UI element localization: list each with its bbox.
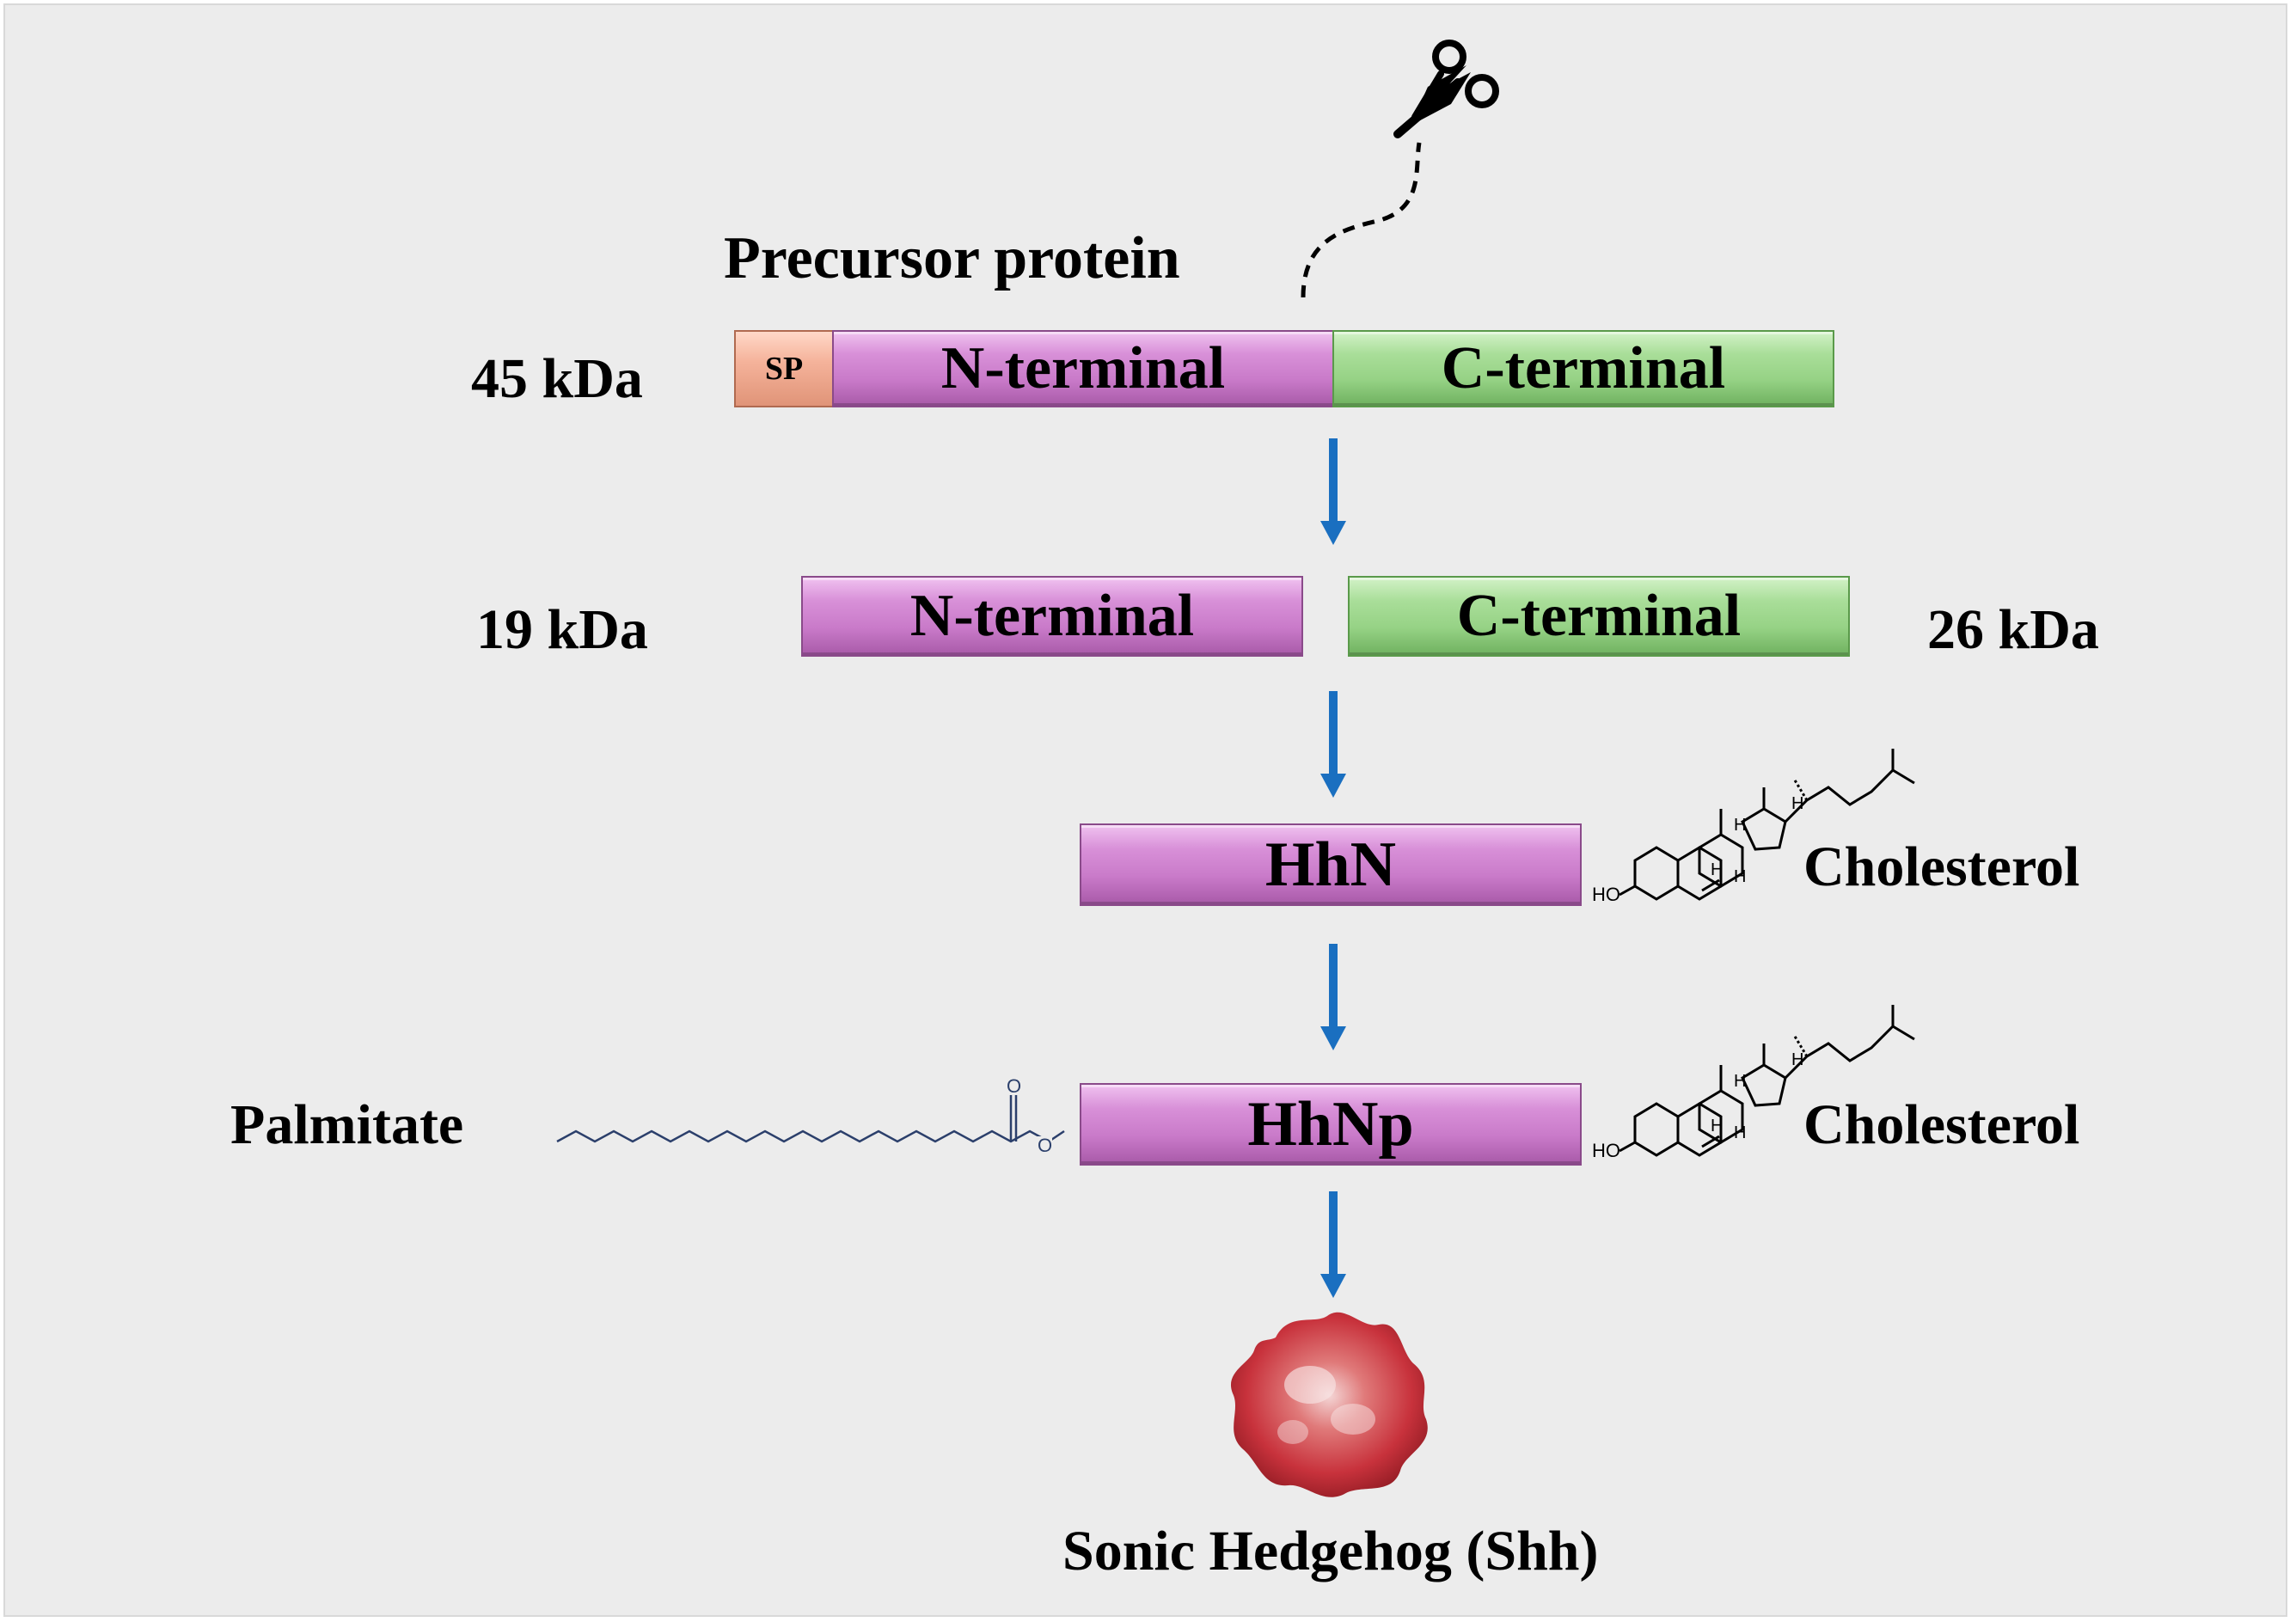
hhn-segment: HhN	[1080, 823, 1582, 906]
hydrogen-label: H	[1711, 860, 1723, 879]
hydrogen-label: H	[1791, 1050, 1803, 1069]
diagram-canvas: Precursor protein 45 kDa SP N-terminal C…	[3, 3, 2287, 1617]
cleaved-n-terminal-segment: N-terminal	[801, 576, 1303, 657]
c-fragment-mass-label: 26 kDa	[1927, 598, 2099, 661]
hydrogen-label: H	[1734, 867, 1746, 886]
hhnp-label: HhNp	[1247, 1089, 1414, 1160]
cleaved-c-terminal-label: C-terminal	[1456, 583, 1742, 649]
signal-peptide-segment: SP	[734, 330, 834, 407]
arrow-down-icon	[1320, 944, 1346, 1050]
carbonyl-oxygen-label: O	[1007, 1075, 1021, 1097]
precursor-mass-label: 45 kDa	[471, 347, 643, 410]
palmitate-label: Palmitate	[230, 1093, 464, 1156]
hydroxyl-label: HO	[1592, 1140, 1620, 1161]
hhn-cholesterol-label: Cholesterol	[1803, 835, 2080, 898]
hydroxyl-label: HO	[1592, 884, 1620, 905]
signal-peptide-label: SP	[764, 351, 804, 387]
precursor-c-terminal-label: C-terminal	[1441, 335, 1726, 401]
protein-blob-icon	[1230, 1312, 1428, 1497]
n-fragment-mass-label: 19 kDa	[476, 598, 648, 661]
hhnp-cholesterol-label: Cholesterol	[1803, 1093, 2080, 1156]
hhnp-segment: HhNp	[1080, 1083, 1582, 1166]
hydrogen-label: H	[1711, 1117, 1723, 1135]
hydrogen-label: H	[1734, 816, 1746, 835]
cholesterol-structure: HO H H H H	[1592, 1005, 1915, 1161]
arrow-down-icon	[1320, 1191, 1346, 1298]
precursor-c-terminal-segment: C-terminal	[1332, 330, 1834, 407]
precursor-n-terminal-segment: N-terminal	[832, 330, 1334, 407]
hydrogen-label: H	[1734, 1072, 1746, 1091]
cholesterol-structure: HO H H H H	[1592, 749, 1915, 905]
scissors-icon	[1301, 40, 1499, 298]
hhn-label: HhN	[1264, 829, 1397, 900]
cleaved-c-terminal-segment: C-terminal	[1348, 576, 1850, 657]
precursor-n-terminal-label: N-terminal	[940, 335, 1226, 401]
product-label: Sonic Hedgehog (Shh)	[1062, 1520, 1599, 1582]
arrow-down-icon	[1320, 438, 1346, 545]
palmitate-structure: O O	[556, 1075, 1065, 1156]
arrow-down-icon	[1320, 691, 1346, 798]
hydrogen-label: H	[1791, 794, 1803, 813]
precursor-title: Precursor protein	[724, 225, 1180, 291]
ester-oxygen-label: O	[1038, 1135, 1052, 1156]
hydrogen-label: H	[1734, 1123, 1746, 1142]
cleaved-n-terminal-label: N-terminal	[909, 583, 1195, 649]
